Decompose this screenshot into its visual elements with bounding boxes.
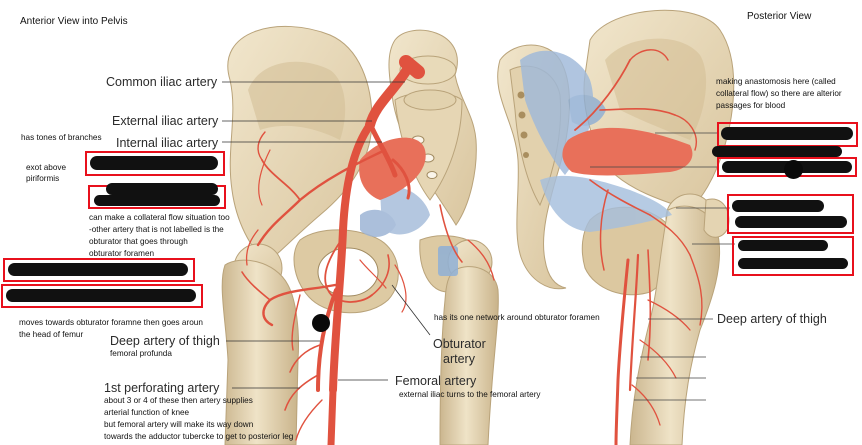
note-perforating-line4: towards the adductor tubercke to get to … [104, 432, 294, 441]
note-femoral-profunda: femoral profunda [110, 349, 172, 358]
anterior-pelvis-bones [221, 25, 499, 445]
posterior-redaction-1a [721, 127, 853, 140]
anterior-leader-lines [222, 81, 431, 389]
anterior-marker-dot [312, 314, 330, 332]
note-anastomosis-line2: collateral flow) so there are alterior [716, 89, 842, 98]
posterior-marker-dot [784, 160, 803, 179]
posterior-redaction-1b [712, 146, 842, 157]
note-collateral-line2: -other artery that is not labelled is th… [89, 225, 224, 234]
note-anastomosis-line3: passages for blood [716, 101, 786, 110]
posterior-deep-thigh-label: Deep artery of thigh [717, 312, 827, 326]
anterior-redacted-box-4 [1, 284, 203, 308]
note-collateral-line4: obturator foramen [89, 249, 155, 258]
posterior-redaction-4a [738, 240, 828, 251]
anterior-redacted-box-1 [85, 151, 225, 176]
note-collateral-line1: can make a collateral flow situation too [89, 213, 230, 222]
internal-iliac-label: Internal iliac artery [116, 136, 219, 150]
posterior-redaction-3b [735, 216, 847, 228]
note-exot-line1: exot above [26, 163, 67, 172]
external-iliac-label: External iliac artery [112, 114, 219, 128]
note-moves-line1: moves towards obturator foramne then goe… [19, 318, 203, 327]
posterior-muscle-piriformis [562, 127, 693, 176]
obturator-label-line2: artery [443, 352, 475, 366]
anterior-arteries [241, 55, 495, 445]
posterior-leader-lines [590, 132, 735, 401]
posterior-arteries [574, 49, 703, 445]
note-tones-of-branches: has tones of branches [21, 133, 102, 142]
posterior-redaction-3a [732, 200, 824, 212]
anterior-view-title: Anterior View into Pelvis [20, 16, 128, 27]
first-perforating-label: 1st perforating artery [104, 381, 220, 395]
anterior-redaction-2b [94, 195, 220, 206]
anterior-ligaments [360, 186, 458, 276]
posterior-redacted-box-3 [727, 194, 854, 234]
note-obturator-network: has its one network around obturator for… [434, 313, 600, 322]
note-perforating-line3: but femoral artery will make its way dow… [104, 420, 254, 429]
note-perforating-line2: arterial function of knee [104, 408, 190, 417]
note-exot-line2: piriformis [26, 174, 60, 183]
note-external-to-femoral: external iliac turns to the femoral arte… [399, 390, 541, 399]
obturator-label-line1: Obturator [433, 337, 486, 351]
femoral-artery-label: Femoral artery [395, 374, 477, 388]
posterior-redaction-4b [738, 258, 848, 269]
note-anastomosis-line1: making anastomosis here (called [716, 77, 836, 86]
deep-thigh-label: Deep artery of thigh [110, 334, 220, 348]
anterior-redacted-box-3 [3, 258, 195, 282]
anterior-redaction-4 [6, 289, 196, 302]
anterior-redaction-2a [106, 183, 218, 195]
anterior-redaction-3 [8, 263, 188, 276]
note-perforating-line1: about 3 or 4 of these then artery suppli… [104, 396, 253, 405]
note-moves-line2: the head of femur [19, 330, 84, 339]
note-collateral-line3: obturator that goes through [89, 237, 188, 246]
posterior-view-title: Posterior View [747, 11, 812, 22]
common-iliac-label: Common iliac artery [106, 75, 218, 89]
anterior-redaction-1 [90, 156, 218, 170]
posterior-redacted-box-4 [732, 236, 854, 276]
